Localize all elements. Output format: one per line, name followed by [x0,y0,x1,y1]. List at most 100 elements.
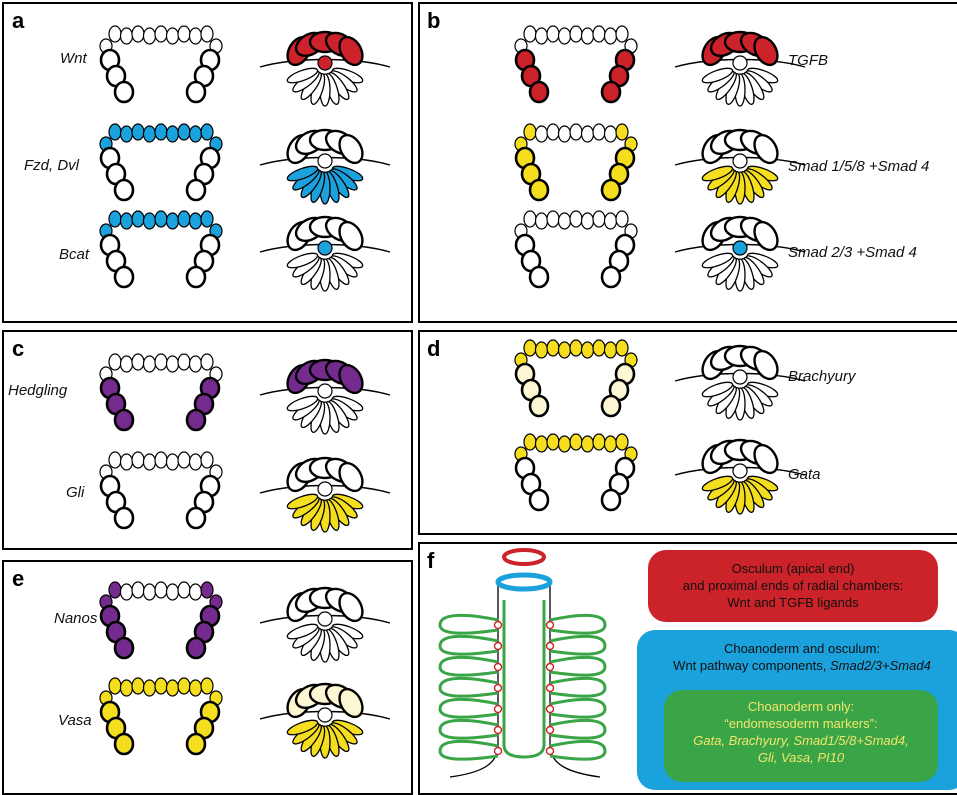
small-chamber [616,211,628,227]
large-chamber [187,180,205,200]
small-chamber [121,126,133,142]
transverse-section [260,213,390,291]
small-chamber [201,26,213,42]
small-chamber [190,126,202,142]
legend-green-box: Choanoderm only: “endomesoderm markers”:… [664,690,938,782]
small-chamber [178,26,190,42]
large-chamber [187,410,205,430]
small-chamber [132,582,144,598]
choanoderm-chamber [440,678,498,696]
small-chamber [190,454,202,470]
transverse-section [260,680,390,758]
side-view-cross-section [100,678,222,754]
large-chamber [602,180,620,200]
small-chamber [121,28,133,44]
small-chamber [155,124,167,140]
small-chamber [121,454,133,470]
legend-blue-line: Wnt pathway components, Smad2/3+Smad4 [637,657,957,674]
large-chamber [187,508,205,528]
legend-red-line: Wnt and TGFB ligands [648,594,938,611]
small-chamber [582,126,594,142]
central-osculum [733,241,747,255]
small-chamber [132,26,144,42]
small-chamber [201,452,213,468]
small-chamber [144,126,156,142]
central-osculum [733,56,747,70]
small-chamber [616,124,628,140]
small-chamber [132,452,144,468]
choanoderm-chamber [440,636,498,654]
central-osculum [318,708,332,722]
small-chamber [582,436,594,452]
transverse-section [675,436,805,514]
small-chamber [605,213,617,229]
small-chamber [109,678,121,694]
transverse-section [260,584,390,662]
small-chamber [178,354,190,370]
small-chamber [201,354,213,370]
central-osculum [318,612,332,626]
small-chamber [616,434,628,450]
legend-red-line: Osculum (apical end) [648,560,938,577]
legend-blue-plain: Wnt pathway components, [673,658,830,673]
transverse-section [675,342,805,420]
transverse-section [260,28,390,106]
chamber-proximal-end [547,622,554,629]
large-chamber [115,180,133,200]
side-view-cross-section [100,582,222,658]
side-view-cross-section [100,452,222,528]
central-osculum [733,370,747,384]
central-osculum [318,384,332,398]
large-chamber [115,508,133,528]
small-chamber [144,28,156,44]
side-view-cross-section [515,124,637,200]
small-chamber [593,434,605,450]
small-chamber [144,356,156,372]
chamber-proximal-end [547,727,554,734]
small-chamber [524,124,536,140]
central-osculum [318,482,332,496]
transverse-section [260,356,390,434]
small-chamber [178,124,190,140]
side-view-cross-section [100,26,222,102]
transverse-section [260,454,390,532]
chamber-proximal-end [495,664,502,671]
central-osculum [318,241,332,255]
chamber-proximal-end [495,706,502,713]
small-chamber [190,28,202,44]
side-view-cross-section [515,340,637,416]
large-chamber [602,82,620,102]
small-chamber [605,126,617,142]
small-chamber [167,454,179,470]
small-chamber [605,28,617,44]
large-chamber [530,267,548,287]
small-chamber [593,211,605,227]
side-view-cross-section [100,354,222,430]
large-chamber [602,490,620,510]
large-chamber [187,734,205,754]
small-chamber [570,434,582,450]
chamber-proximal-end [547,664,554,671]
small-chamber [121,356,133,372]
small-chamber [201,582,213,598]
side-view-cross-section [100,124,222,200]
small-chamber [547,124,559,140]
side-view-cross-section [515,26,637,102]
small-chamber [178,452,190,468]
chamber-proximal-end [547,706,554,713]
small-chamber [559,436,571,452]
choanoderm-chamber [550,657,605,675]
small-chamber [570,340,582,356]
large-chamber [187,82,205,102]
small-chamber [593,124,605,140]
choanoderm-chamber [550,615,605,633]
small-chamber [167,356,179,372]
small-chamber [201,124,213,140]
small-chamber [524,211,536,227]
small-chamber [605,342,617,358]
chamber-proximal-end [495,748,502,755]
small-chamber [109,452,121,468]
choanoderm-chamber [440,657,498,675]
small-chamber [109,26,121,42]
chamber-proximal-end [495,622,502,629]
